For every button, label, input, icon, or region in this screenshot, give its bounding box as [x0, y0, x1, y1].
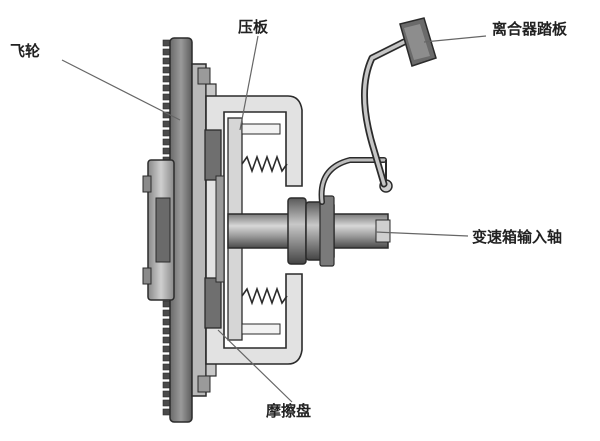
clutch-pedal	[361, 17, 437, 188]
clutch-cover	[205, 95, 303, 365]
spring	[241, 154, 288, 174]
flywheel-leader	[61, 59, 181, 121]
label-pressure-plate: 压板	[238, 18, 269, 36]
friction-disc	[204, 129, 225, 329]
input-shaft-leader	[375, 231, 469, 237]
pressure-springs	[241, 154, 288, 306]
leader-lines	[61, 35, 487, 403]
label-flywheel: 飞轮	[10, 42, 40, 60]
pressure-plate-leader	[239, 35, 259, 131]
clutch-pedal-leader	[423, 35, 487, 43]
release-bearing	[287, 195, 335, 267]
flywheel	[142, 37, 217, 423]
friction-disc-leader	[217, 329, 293, 403]
spring	[241, 286, 288, 306]
label-gearbox-input-shaft: 变速箱输入轴	[472, 228, 562, 246]
label-friction-disc: 摩擦盘	[266, 402, 311, 420]
label-clutch-pedal: 离合器踏板	[492, 20, 568, 38]
